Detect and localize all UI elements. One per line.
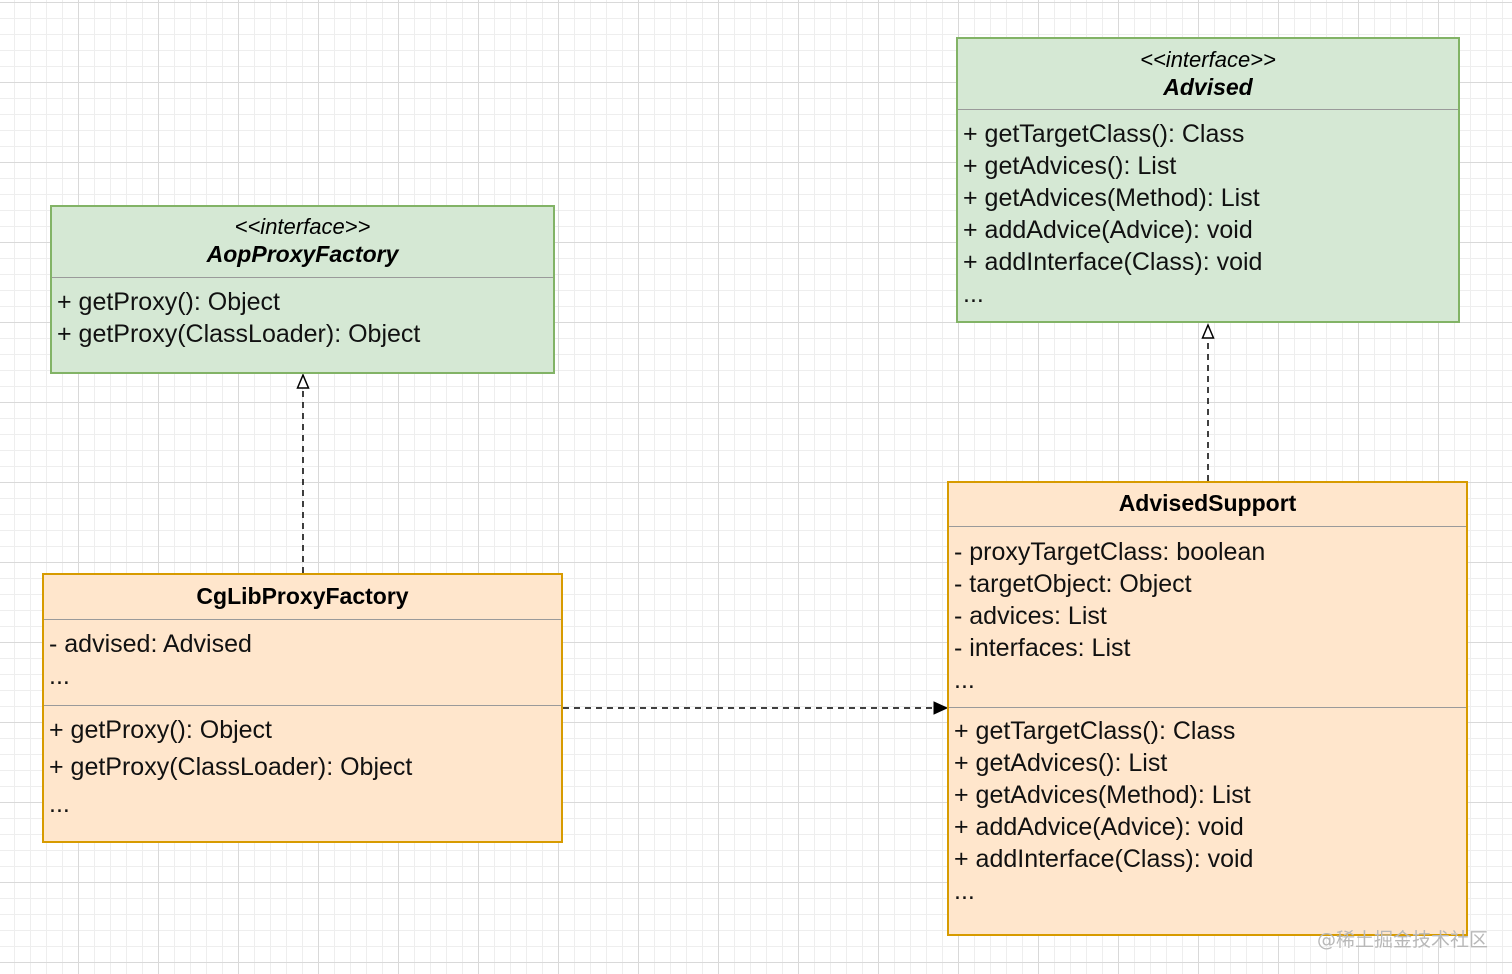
aopproxyfactory-method: + getProxy(): Object [57, 288, 280, 316]
cglibproxyfactory-method-ellipsis: ... [49, 790, 70, 818]
advised-method: + addInterface(Class): void [963, 248, 1263, 276]
advised-interface-box[interactable]: <<interface>> Advised + getTargetClass()… [956, 37, 1460, 323]
aopproxyfactory-stereotype: <<interface>> [234, 214, 371, 239]
dependency-cglib-to-advisedsupport [563, 701, 949, 715]
cglibproxyfactory-methods: + getProxy(): Object + getProxy(ClassLoa… [44, 705, 561, 823]
advisedsupport-field: - targetObject: Object [954, 570, 1192, 598]
advisedsupport-method: + getAdvices(Method): List [954, 781, 1251, 809]
advisedsupport-field: - advices: List [954, 602, 1107, 630]
advised-method: + getTargetClass(): Class [963, 120, 1245, 148]
cglibproxyfactory-header: CgLibProxyFactory [44, 575, 561, 620]
advisedsupport-fields: - proxyTargetClass: boolean - targetObje… [949, 527, 1466, 707]
watermark-text: @稀土掘金技术社区 [1316, 929, 1488, 951]
advisedsupport-class-box[interactable]: AdvisedSupport - proxyTargetClass: boole… [947, 481, 1468, 936]
advisedsupport-field: - interfaces: List [954, 634, 1131, 662]
cglibproxyfactory-field: - advised: Advised [49, 630, 252, 658]
advisedsupport-name: AdvisedSupport [1118, 490, 1297, 516]
advisedsupport-method: + getTargetClass(): Class [954, 717, 1236, 745]
advised-method-ellipsis: ... [963, 280, 984, 308]
aopproxyfactory-interface-box[interactable]: <<interface>> AopProxyFactory + getProxy… [50, 205, 555, 374]
advised-method: + addAdvice(Advice): void [963, 216, 1253, 244]
realization-cglib-to-aopproxyfactory [296, 373, 310, 573]
cglibproxyfactory-method: + getProxy(ClassLoader): Object [49, 753, 413, 781]
advised-name: Advised [1163, 74, 1253, 100]
advisedsupport-method: + getAdvices(): List [954, 749, 1168, 777]
advisedsupport-method: + addInterface(Class): void [954, 845, 1254, 873]
advised-header: <<interface>> Advised [958, 39, 1458, 110]
advised-methods: + getTargetClass(): Class + getAdvices()… [958, 110, 1458, 310]
cglibproxyfactory-method: + getProxy(): Object [49, 716, 272, 744]
advisedsupport-header: AdvisedSupport [949, 483, 1466, 527]
aopproxyfactory-header: <<interface>> AopProxyFactory [52, 207, 553, 278]
aopproxyfactory-name: AopProxyFactory [206, 241, 399, 267]
advised-stereotype: <<interface>> [1140, 47, 1276, 72]
advisedsupport-method-ellipsis: ... [954, 877, 975, 905]
advisedsupport-methods: + getTargetClass(): Class + getAdvices()… [949, 707, 1466, 907]
advisedsupport-method: + addAdvice(Advice): void [954, 813, 1244, 841]
advised-method: + getAdvices(Method): List [963, 184, 1260, 212]
advised-method: + getAdvices(): List [963, 152, 1177, 180]
advisedsupport-field-ellipsis: ... [954, 666, 975, 694]
aopproxyfactory-method: + getProxy(ClassLoader): Object [57, 320, 421, 348]
cglibproxyfactory-field-ellipsis: ... [49, 662, 70, 690]
cglibproxyfactory-class-box[interactable]: CgLibProxyFactory - advised: Advised ...… [42, 573, 563, 843]
aopproxyfactory-methods: + getProxy(): Object + getProxy(ClassLoa… [52, 278, 553, 350]
cglibproxyfactory-fields: - advised: Advised ... [44, 620, 561, 705]
cglibproxyfactory-name: CgLibProxyFactory [196, 583, 409, 609]
advisedsupport-field: - proxyTargetClass: boolean [954, 538, 1266, 566]
realization-advisedsupport-to-advised [1201, 323, 1215, 481]
